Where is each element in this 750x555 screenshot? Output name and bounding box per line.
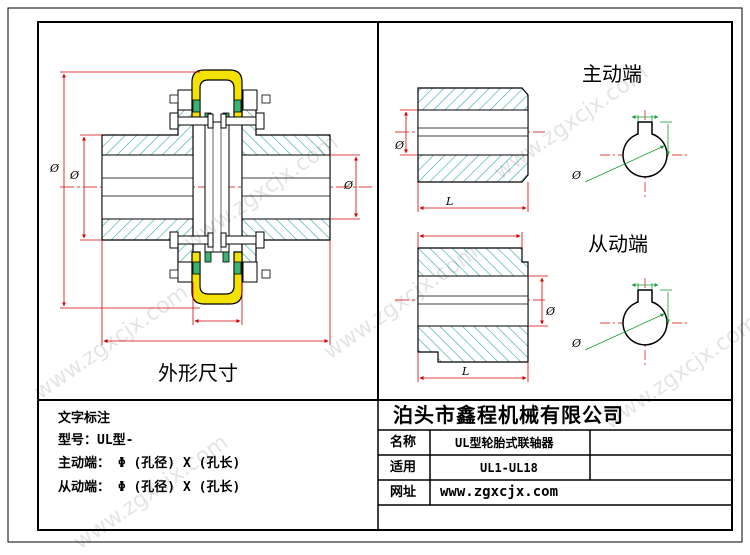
notes-heading: 文字标注 xyxy=(58,411,111,426)
bolt-top xyxy=(169,112,265,130)
dim-diameter-bore: Ø xyxy=(344,179,354,192)
dim-diameter-drive-bore: Ø xyxy=(395,139,405,152)
dim-diameter-drive-key: Ø xyxy=(572,169,582,182)
outline-dimensions-title: 外形尺寸 xyxy=(158,361,238,385)
outer-frame xyxy=(7,7,743,543)
tire-element xyxy=(191,69,243,123)
rubber-pad xyxy=(192,99,201,113)
dim-diameter-driven-bore: Ø xyxy=(546,305,556,318)
applicable-label: 适用 xyxy=(390,460,417,475)
dim-diameter-outer: Ø xyxy=(50,162,60,175)
notes-driven-end: 从动端： Φ (孔径) X (孔长) xyxy=(58,480,241,495)
inner-frame xyxy=(37,21,733,531)
driven-end-title: 从动端 xyxy=(588,232,648,256)
left-bore xyxy=(101,154,194,220)
dim-length-driven: L xyxy=(462,365,470,378)
applicable-value: UL1-UL18 xyxy=(480,461,538,475)
company-name: 泊头市鑫程机械有限公司 xyxy=(393,403,624,427)
drive-keyway-view xyxy=(584,110,690,198)
right-bore xyxy=(241,154,331,220)
assembly-view xyxy=(60,69,372,345)
dim-length-drive: L xyxy=(446,195,454,208)
bolt-bottom xyxy=(169,231,265,249)
notes-drive-end: 主动端： Φ (孔径) X (孔长) xyxy=(58,456,241,471)
drive-end-title: 主动端 xyxy=(582,62,642,86)
name-label: 名称 xyxy=(390,435,417,450)
driven-keyway-view xyxy=(584,278,690,366)
driven-hub-view xyxy=(395,232,548,382)
drive-hub-view xyxy=(395,87,545,212)
dim-diameter-driven-key: Ø xyxy=(572,337,582,350)
name-value: UL型轮胎式联轴器 xyxy=(455,436,554,450)
notes-model: 型号：UL型- xyxy=(58,433,134,448)
website-value: www.zgxcjx.com xyxy=(440,484,559,500)
website-label: 网址 xyxy=(390,485,417,500)
title-block-grid xyxy=(377,400,732,530)
dim-diameter-hub: Ø xyxy=(70,169,80,182)
